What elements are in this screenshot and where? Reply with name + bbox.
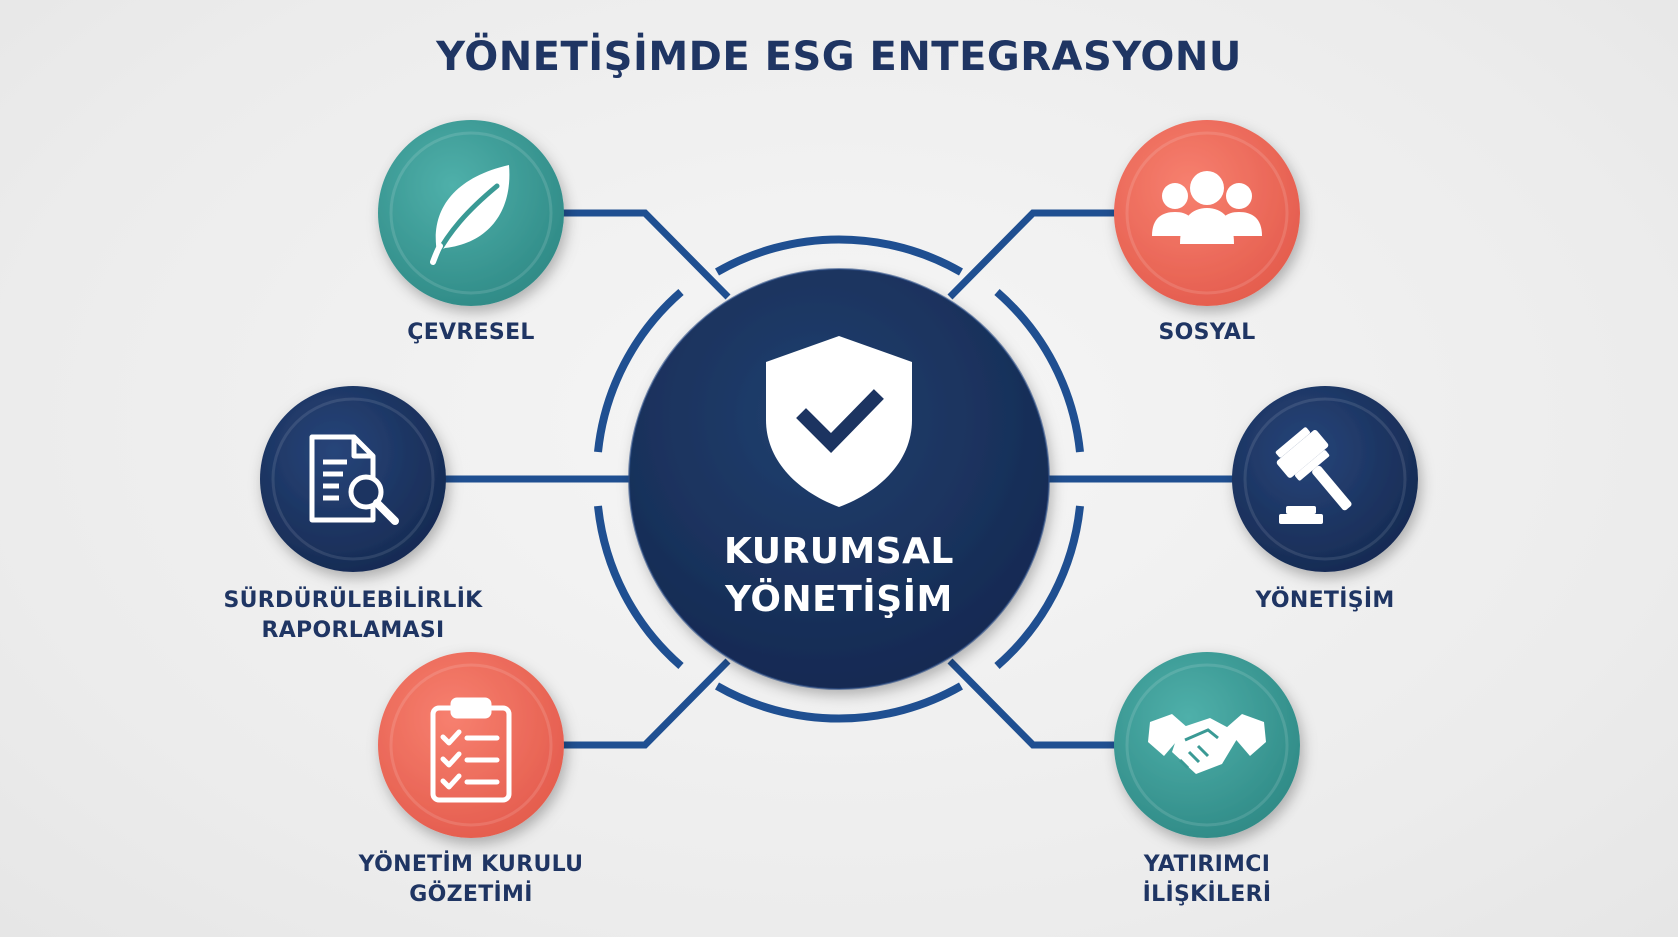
node-kurul: [378, 652, 564, 838]
ring-arc-top: [715, 235, 963, 276]
clipboard-checklist-icon: [430, 697, 512, 803]
page-title: YÖNETİŞİMDE ESG ENTEGRASYONU: [436, 34, 1242, 80]
label-sosyal: SOSYAL: [1158, 320, 1256, 345]
center-ring-segments: [594, 235, 1084, 723]
connector-lines: [440, 209, 1238, 749]
center-label-line1: KURUMSAL: [723, 531, 954, 572]
ring-arc-left-upper: [594, 288, 684, 453]
node-yatirimci: [1114, 652, 1300, 838]
connector-sosyal: [947, 209, 1118, 300]
people-group-icon: [1152, 171, 1262, 244]
node-sosyal: [1114, 120, 1300, 306]
node-raporlama: [260, 386, 446, 572]
connector-yatirimci: [947, 658, 1118, 749]
node-cevresel: [378, 120, 564, 306]
ring-arc-right-upper: [994, 288, 1084, 453]
connector-cevresel: [560, 209, 731, 300]
node-yonetisim: [1232, 386, 1418, 572]
label-yonetisim: YÖNETİŞİM: [1255, 588, 1395, 613]
label-cevresel: ÇEVRESEL: [407, 320, 535, 345]
ring-arc-left-lower: [594, 505, 684, 670]
center-node: [628, 268, 1050, 690]
shield-check-icon: [766, 336, 912, 507]
leaf-icon: [430, 165, 510, 265]
center-label-line2: YÖNETİŞİM: [725, 579, 953, 620]
label-raporlama: SÜRDÜRÜLEBİLİRLİK RAPORLAMASI: [223, 588, 483, 643]
document-search-icon: [309, 434, 399, 525]
gavel-icon: [1275, 427, 1352, 524]
label-kurul: YÖNETİM KURULU GÖZETİMİ: [358, 852, 584, 907]
handshake-icon: [1148, 714, 1266, 774]
ring-arc-right-lower: [994, 505, 1084, 670]
connector-kurul: [560, 658, 731, 749]
center-label: KURUMSAL YÖNETİŞİM: [620, 528, 1058, 624]
ring-arc-bottom: [715, 682, 963, 723]
label-yatirimci: YATIRIMCI İLİŞKİLERİ: [1142, 852, 1272, 907]
